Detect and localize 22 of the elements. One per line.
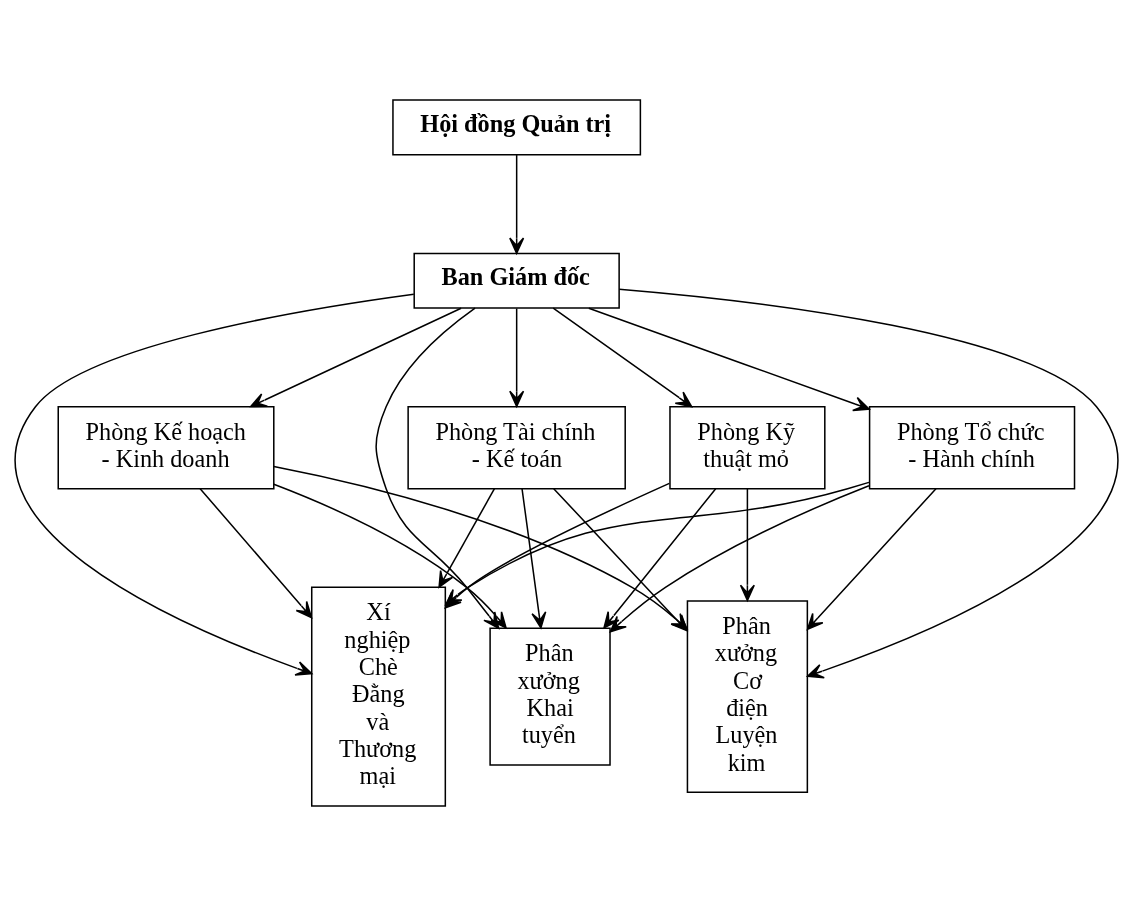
- node-box: Phân xưởng Cơ điện Luyện kim: [686, 599, 809, 793]
- arrow: [438, 487, 496, 588]
- arrow: [199, 487, 313, 618]
- arrow: [509, 307, 525, 407]
- node-box: Hội đồng Quản trị: [392, 98, 642, 155]
- node-box: Phòng Tài chính - Kế toán: [407, 405, 626, 489]
- arrow: [588, 306, 871, 411]
- arrow: [445, 481, 870, 605]
- arrow: [14, 292, 415, 676]
- arrow: [249, 306, 462, 407]
- node-box: Phòng Kế hoạch - Kinh doanh: [57, 405, 275, 489]
- node-box: Phòng Kỹ thuật mỏ: [669, 405, 826, 489]
- arrow: [618, 287, 1119, 678]
- node-box: Phòng Tổ chức - Hành chính: [868, 405, 1076, 489]
- arrow: [509, 153, 525, 254]
- arrow: [806, 487, 937, 630]
- arrow: [521, 487, 547, 629]
- node-box: Xí nghiệp Chè Đằng và Thương mại: [311, 586, 447, 807]
- node-box: Ban Giám đốc: [413, 252, 620, 309]
- arrow: [552, 306, 693, 407]
- arrow: [739, 487, 755, 601]
- node-box: Phân xưởng Khai tuyển: [489, 627, 611, 766]
